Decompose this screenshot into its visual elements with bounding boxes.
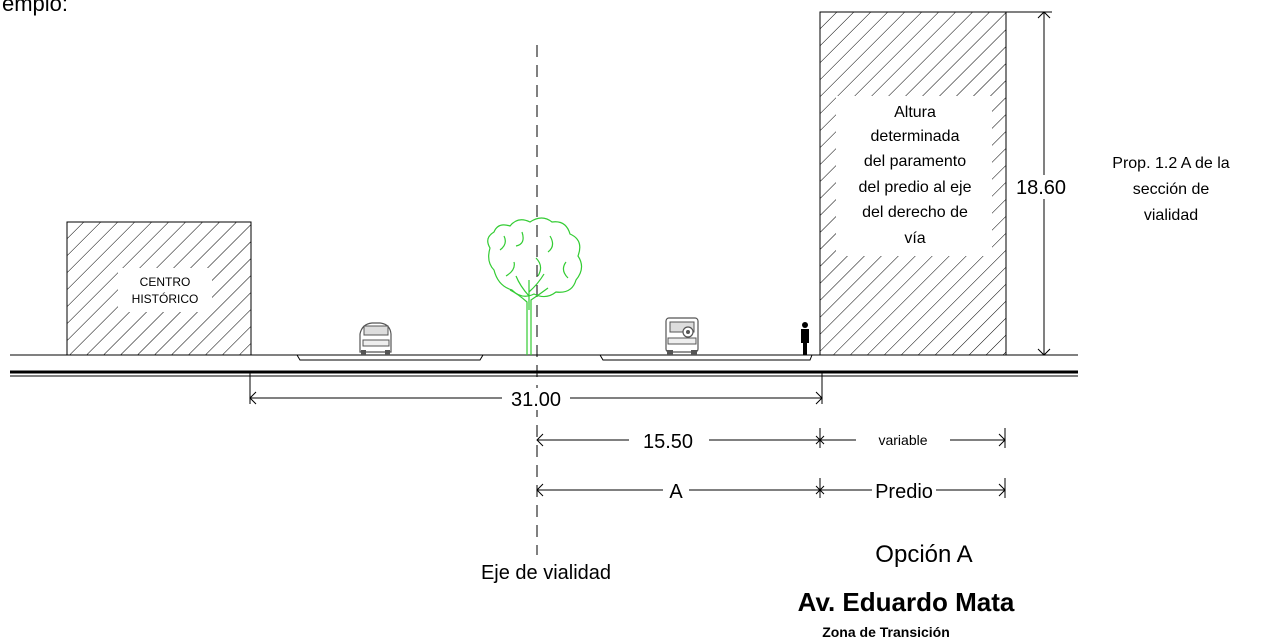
total-width-dimension: 31.00 [249,372,823,411]
tower-building: Altura determinada del paramento del pre… [819,11,1007,356]
half-width-value: 15.50 [643,431,693,453]
street-name: Av. Eduardo Mata [798,587,1015,617]
car-icon [359,322,392,355]
total-width-value: 31.00 [511,389,561,411]
lot-depth-value: variable [878,432,927,448]
lot-label: Predio [875,481,933,503]
axis-label: Eje de vialidad [481,562,611,584]
tower-label-line: determinada [871,128,960,145]
height-dimension: 18.60 [1006,11,1072,356]
half-width-symbol: A [669,481,683,503]
zone-label: Zona de Transición [822,624,950,640]
lot-dimension: Predio [820,478,1006,503]
height-note-line: vialidad [1144,207,1198,224]
half-width-dimension: 15.50 [536,428,825,453]
axis-to-lot-dimension: A [536,478,825,503]
height-note-line: Prop. 1.2 A de la [1112,155,1230,172]
lot-depth-dimension: variable [820,428,1006,450]
height-value: 18.60 [1016,177,1066,199]
person-icon [801,322,809,355]
option-label: Opción A [875,541,972,568]
tower-label-line: del derecho de [862,204,968,221]
tower-label-line: del predio al eje [859,179,972,196]
tower-label-line: Altura [894,104,936,121]
road-profile [250,354,813,361]
historic-label-line2: HISTÓRICO [132,291,199,306]
height-note-line: sección de [1133,181,1210,198]
historic-center-building: CENTRO HISTÓRICO [66,221,252,356]
tower-label-line: del paramento [864,153,966,170]
historic-label-line1: CENTRO [140,275,191,289]
jeep-icon [665,317,699,355]
tree-icon [487,217,583,355]
header-fragment: emplo: [2,0,68,16]
tower-label-line: vía [904,230,925,247]
